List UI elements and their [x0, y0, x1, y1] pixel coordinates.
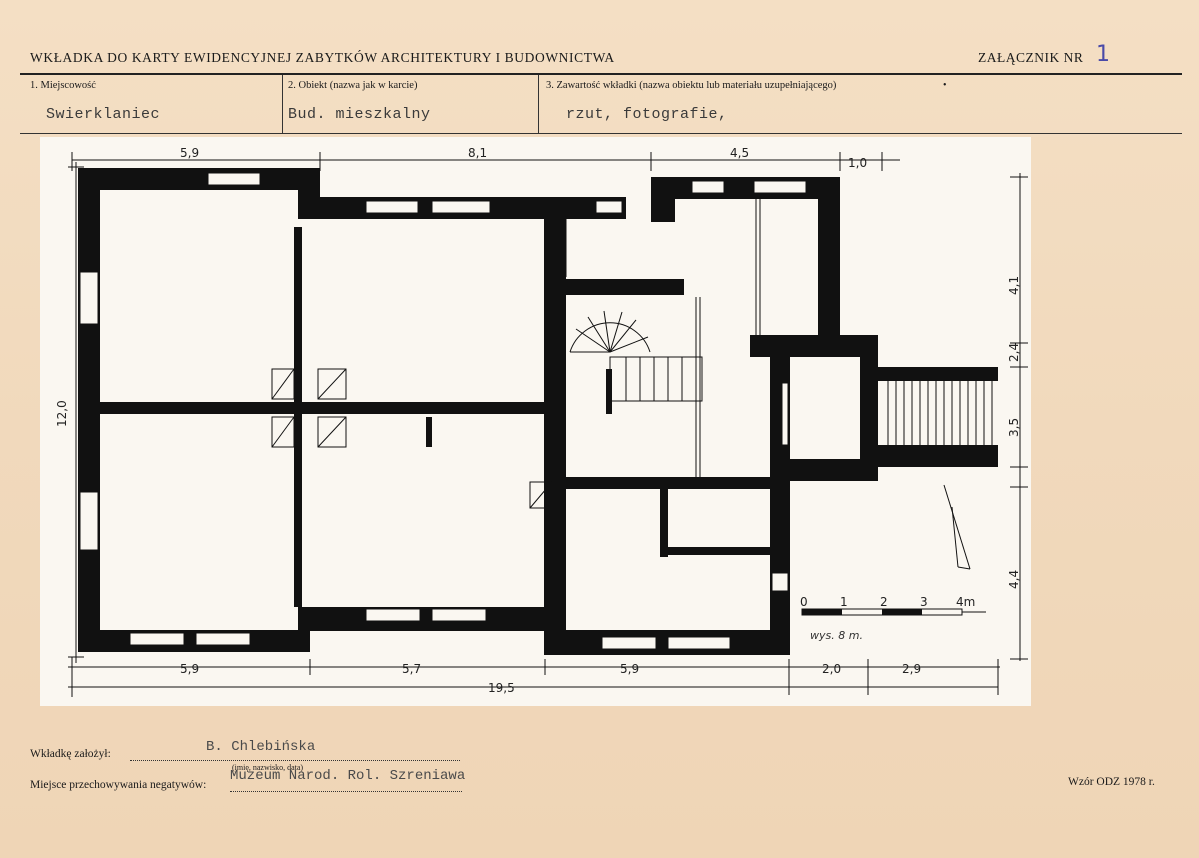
storage-line: [230, 791, 462, 792]
field-3-value: rzut, fotografie,: [566, 106, 728, 123]
form-id: Wzór ODZ 1978 r.: [1068, 776, 1155, 788]
dim-top-4: 1,0: [848, 156, 867, 170]
header-rule: [20, 73, 1182, 75]
dim-total: 19,5: [488, 681, 515, 695]
founder-value: B. Chlebińska: [206, 739, 316, 755]
attachment-label: ZAŁĄCZNIK NR 1: [978, 42, 1110, 67]
dim-bottom-2: 5,7: [402, 662, 421, 676]
dim-bottom-3: 5,9: [620, 662, 639, 676]
dim-bottom-4: 2,0: [822, 662, 841, 676]
dim-top-2: 8,1: [468, 146, 487, 160]
field-3-label: 3. Zawartość wkładki (nazwa obiektu lub …: [546, 80, 837, 91]
dim-right-4: 4,4: [1007, 570, 1021, 589]
storage-value: Muzeum Narod. Rol. Szreniawa: [230, 768, 466, 784]
field-2-label: 2. Obiekt (nazwa jak w karcie): [288, 80, 418, 91]
scale-label-3: 3: [920, 595, 928, 609]
field-2-value: Bud. mieszkalny: [288, 106, 431, 123]
field-divider-2: [538, 75, 539, 133]
founder-hint: (imię, nazwisko, data): [232, 763, 304, 772]
dim-bottom-1: 5,9: [180, 662, 199, 676]
dim-right-1: 4,1: [1007, 276, 1021, 295]
dim-top-1: 5,9: [180, 146, 199, 160]
scale-label-1: 1: [840, 595, 848, 609]
field-1-label: 1. Miejscowość: [30, 80, 96, 91]
height-note: wys. 8 m.: [810, 629, 863, 642]
scale-label-2: 2: [880, 595, 888, 609]
founder-line: [130, 760, 460, 761]
dim-top-3: 4,5: [730, 146, 749, 160]
dim-bottom-5: 2,9: [902, 662, 921, 676]
attachment-label-text: ZAŁĄCZNIK NR: [978, 50, 1084, 65]
card-title: WKŁADKA DO KARTY EWIDENCYJNEJ ZABYTKÓW A…: [30, 50, 615, 65]
attachment-number: 1: [1096, 42, 1111, 67]
storage-label: Miejsce przechowywania negatywów:: [30, 779, 207, 791]
founder-label: Wkładkę założył:: [30, 748, 111, 760]
floor-plan-drawing: 5,9 8,1 4,5 1,0 5,9 5,7 5,9 2,0 2,9 19,5…: [55, 146, 1028, 697]
scale-label-0: 0: [800, 595, 808, 609]
scale-label-4: 4m: [956, 595, 975, 609]
fields-rule: [20, 133, 1182, 134]
dim-left: 12,0: [55, 400, 69, 427]
field-1-value: Swierklaniec: [46, 106, 161, 123]
field-divider-1: [282, 75, 283, 133]
dim-right-3: 3,5: [1007, 418, 1021, 437]
dim-right-2: 2,4: [1007, 343, 1021, 362]
floor-plan-sheet: 5,9 8,1 4,5 1,0 5,9 5,7 5,9 2,0 2,9 19,5…: [40, 137, 1031, 706]
field-3-mark: •: [943, 80, 947, 91]
